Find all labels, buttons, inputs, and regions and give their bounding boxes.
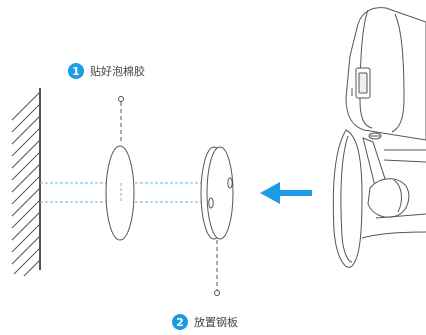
step-two-badge: 2 [172,314,188,330]
step-one-text: 贴好泡棉胶 [90,65,145,78]
foam-adhesive-pad [105,96,135,241]
arrow-left-icon [260,182,312,204]
plate-hole-upper [227,177,233,189]
step-two-label: 2 放置钢板 [172,314,238,330]
step-two-text: 放置钢板 [194,316,238,329]
wall [11,88,41,277]
plate-hole-lower [208,197,214,209]
steel-plate [200,146,234,296]
camera-device [332,7,426,268]
step-one-badge: 1 [68,63,84,79]
step-one-label: 1 贴好泡棉胶 [68,63,145,79]
